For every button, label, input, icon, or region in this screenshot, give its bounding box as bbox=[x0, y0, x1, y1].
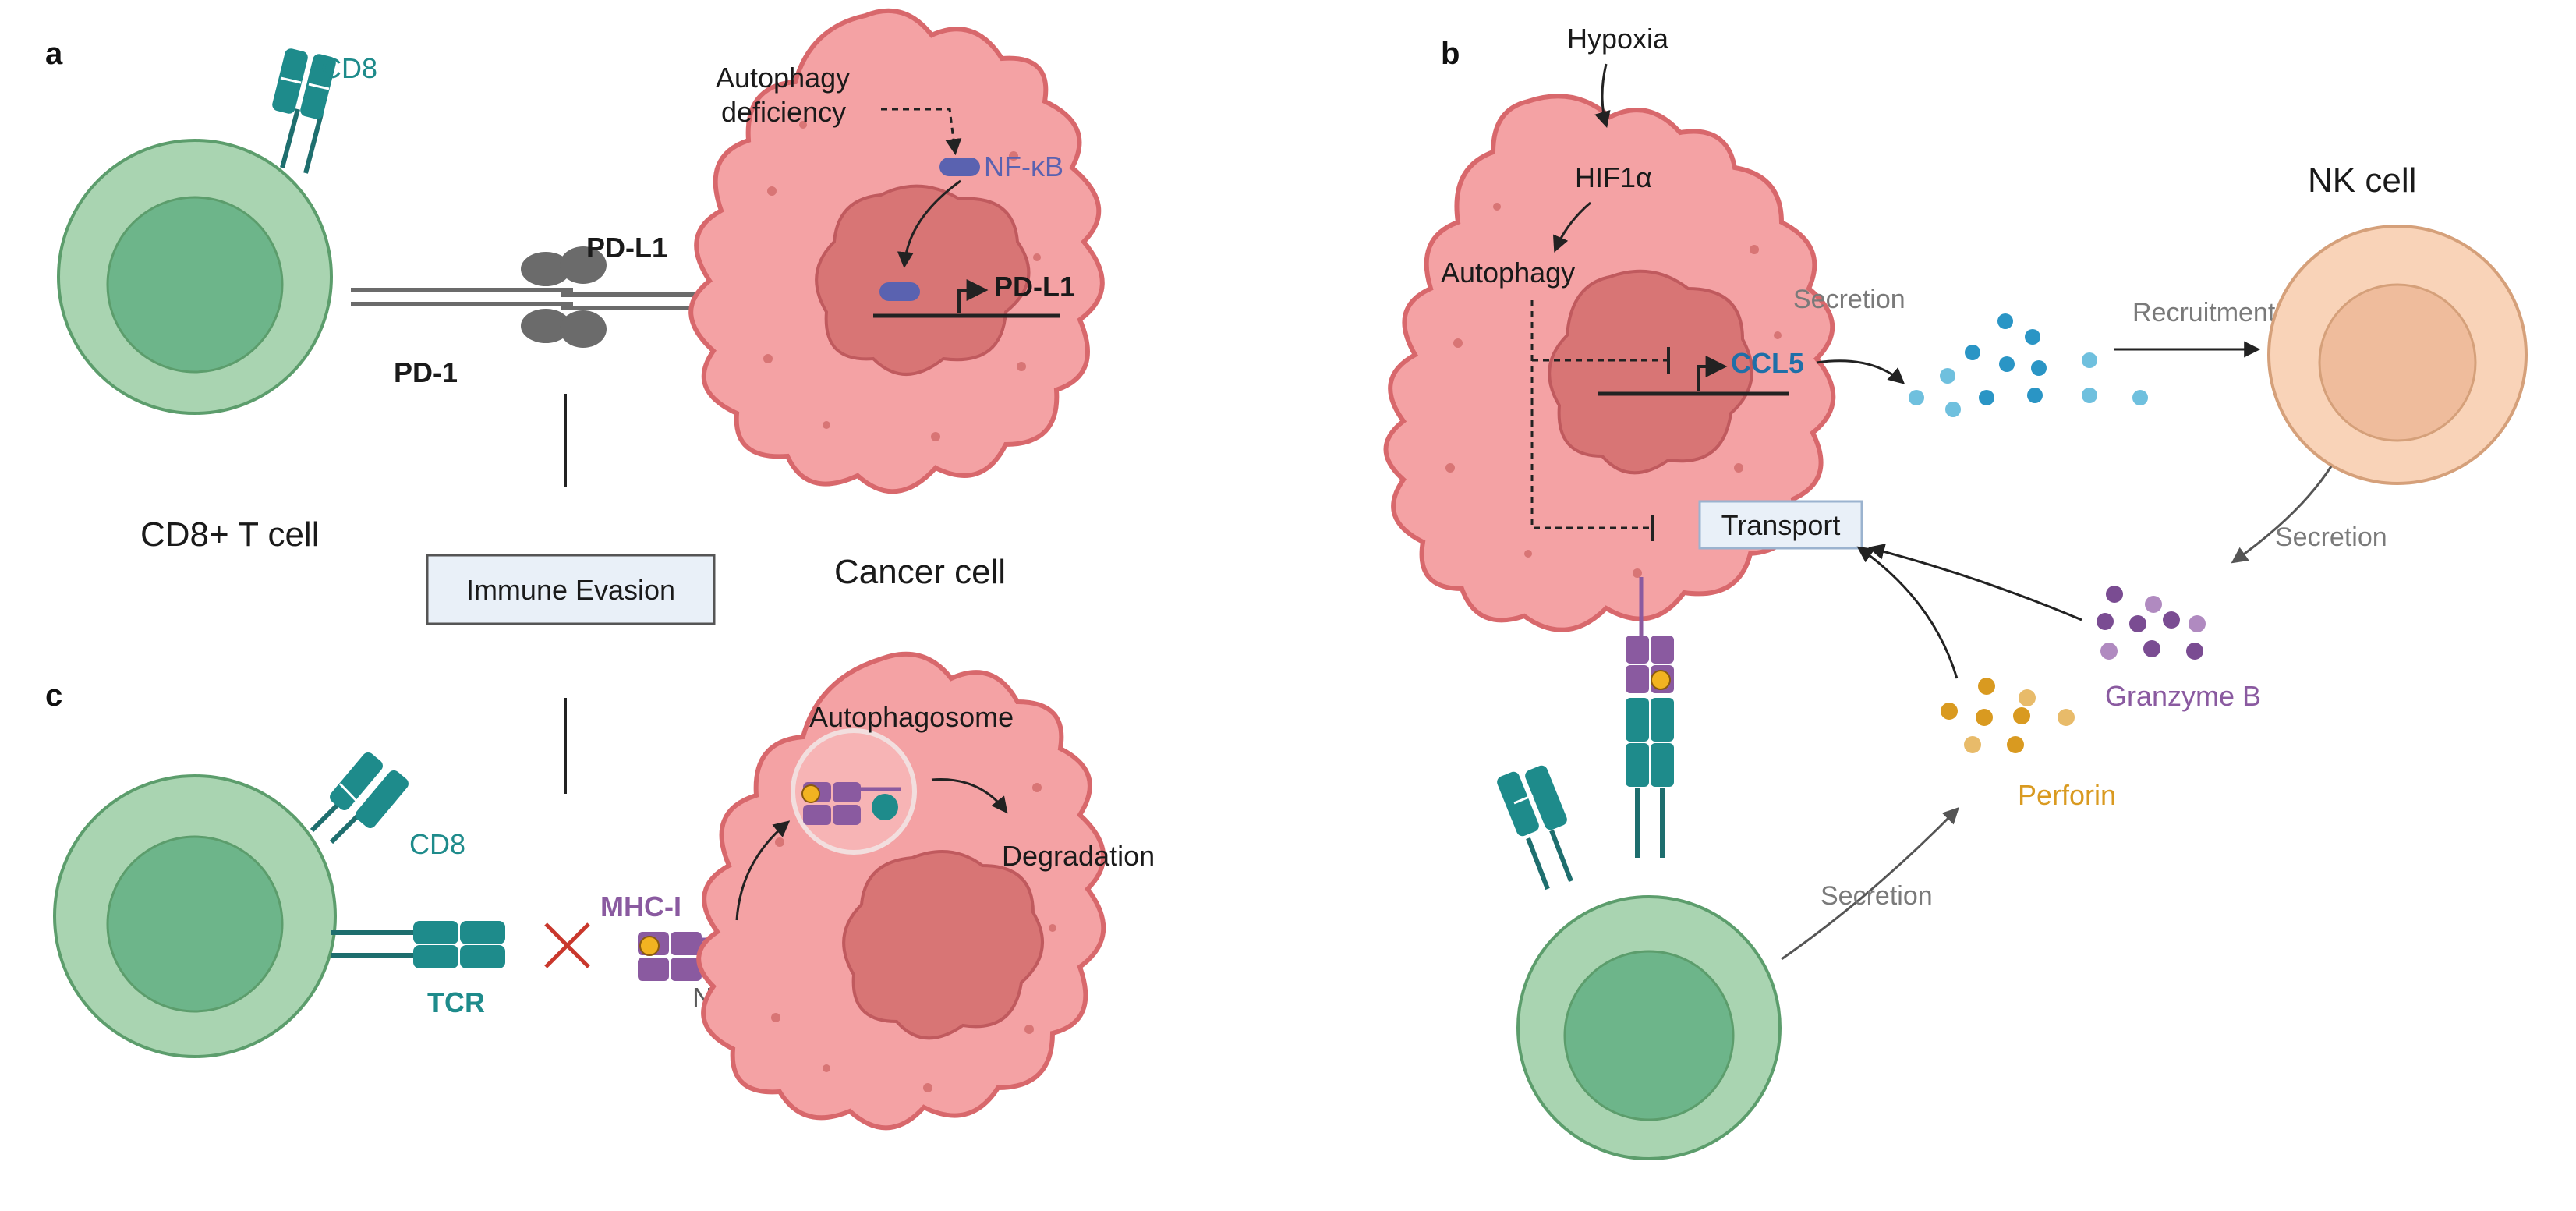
cd8-t-cell-b bbox=[1516, 895, 1782, 1160]
mhc-tcr-complex-b bbox=[1626, 577, 1674, 858]
pdl1-promoter-arrow bbox=[957, 279, 989, 313]
degradation-label: Degradation bbox=[1002, 840, 1155, 872]
cd8-receptor-c bbox=[310, 752, 409, 845]
pd1-label: PD-1 bbox=[394, 356, 458, 388]
panel-c-letter: c bbox=[45, 678, 62, 713]
cancer-cell-label-a: Cancer cell bbox=[834, 553, 1006, 591]
autophagy-deficiency-label-1: Autophagy bbox=[716, 62, 850, 94]
panel-b: b Hypoxia HIF1α Autophagy CCL5 bbox=[1383, 23, 2528, 1160]
nfkb-translocation-arrow bbox=[897, 179, 961, 269]
cd8-t-cell-c bbox=[53, 774, 337, 1058]
immune-evasion-label: Immune Evasion bbox=[466, 574, 675, 606]
secretion-nk-arrow bbox=[2231, 466, 2333, 564]
autophagy-label-b: Autophagy bbox=[1441, 257, 1575, 289]
panel-b-letter: b bbox=[1441, 37, 1460, 71]
mhc1-uptake-arrow bbox=[735, 820, 791, 921]
immune-evasion-box bbox=[426, 554, 716, 625]
ccl5-chemokine-dots bbox=[1909, 313, 2148, 417]
nfkb-label: NF-κB bbox=[984, 150, 1063, 182]
perforin-dots bbox=[1941, 678, 2075, 753]
autophagy-inhibit-transport-line bbox=[1530, 300, 1653, 529]
panel-a-letter: a bbox=[45, 37, 63, 71]
perforin-label: Perforin bbox=[2018, 779, 2116, 811]
cancer-cell-b bbox=[1383, 94, 1836, 632]
cancer-cell-a bbox=[688, 8, 1105, 494]
hif1a-arrow bbox=[1552, 201, 1591, 253]
cd8-receptor-b bbox=[1497, 765, 1573, 891]
ccl5-promoter-arrow bbox=[1697, 356, 1728, 391]
panel-c: c CD8 TCR bbox=[45, 651, 1155, 1131]
mhc1-label: MHC-I bbox=[600, 891, 681, 922]
secretion-ccl5-label: Secretion bbox=[1793, 285, 1905, 314]
cd8-label-a: CD8 bbox=[321, 52, 377, 84]
secretion-tcell-arrow bbox=[1781, 807, 1959, 961]
hypoxia-arrow bbox=[1594, 63, 1611, 129]
secretion-tcell-label: Secretion bbox=[1821, 881, 1933, 911]
tcr-label: TCR bbox=[427, 986, 485, 1018]
tcell-label-a: CD8+ T cell bbox=[140, 515, 319, 554]
perforin-transport-arrow bbox=[1856, 546, 1959, 679]
autophagosome-label: Autophagosome bbox=[809, 701, 1014, 733]
autophagy-deficiency-arrow bbox=[881, 108, 962, 156]
granzyme-transport-arrow bbox=[1867, 544, 2082, 621]
tcr-receptor-c bbox=[331, 921, 505, 968]
cd8-t-cell-a bbox=[57, 139, 333, 415]
cd8-receptor-a bbox=[272, 48, 336, 174]
immune-evasion-center: Immune Evasion bbox=[426, 394, 716, 794]
hif1a-label: HIF1α bbox=[1575, 161, 1652, 193]
autophagy-deficiency-label-2: deficiency bbox=[721, 96, 846, 128]
blocked-interaction-x bbox=[544, 922, 590, 968]
recruitment-label: Recruitment bbox=[2132, 298, 2276, 328]
nfkb-protein-cytoplasm bbox=[939, 158, 980, 176]
hypoxia-label: Hypoxia bbox=[1567, 23, 1669, 55]
cd8-label-c: CD8 bbox=[409, 828, 465, 860]
transport-box bbox=[1698, 500, 1863, 550]
nfkb-protein-nucleus bbox=[879, 282, 920, 301]
ccl5-label: CCL5 bbox=[1731, 347, 1804, 379]
pdl1-membrane-label: PD-L1 bbox=[586, 232, 667, 264]
granzyme-b-dots bbox=[2097, 586, 2206, 660]
degradation-arrow bbox=[931, 778, 1008, 814]
nk-cell-label: NK cell bbox=[2308, 161, 2416, 200]
secretion-ccl5-arrow bbox=[1816, 359, 1905, 384]
autophagosome bbox=[791, 728, 917, 855]
granzyme-b-label: Granzyme B bbox=[2105, 680, 2261, 712]
nk-cell bbox=[2267, 225, 2528, 485]
secretion-nk-label: Secretion bbox=[2275, 522, 2387, 552]
panel-a: a CD8 PD-L1 PD-1 CD8+ T bbox=[45, 8, 1105, 591]
transport-label: Transport bbox=[1721, 509, 1841, 541]
pdl1-gene-label: PD-L1 bbox=[994, 271, 1075, 303]
